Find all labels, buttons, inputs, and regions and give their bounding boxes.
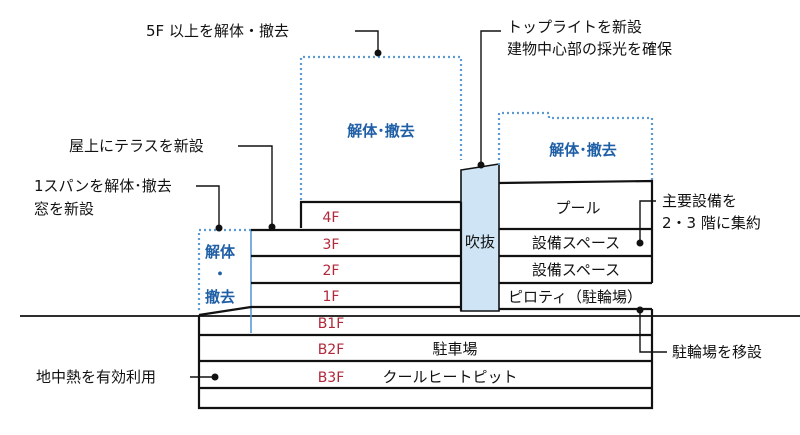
demolition-outline-top	[299, 55, 463, 200]
room-pool: プール	[555, 199, 600, 217]
demolition-label-left-1: 解体	[205, 243, 236, 261]
dot-equipment	[636, 239, 644, 247]
demolition-label-left-2: ・	[212, 265, 227, 283]
slope-line	[198, 305, 461, 317]
leader-bicycle	[639, 312, 667, 353]
dot-skylight	[477, 161, 485, 169]
demolition-label-main: 解体･撤去	[347, 122, 415, 140]
room-cool-heat-pit: クールヒートピット	[382, 368, 517, 386]
right-block-outline	[498, 179, 654, 283]
dot-span	[215, 224, 223, 232]
dot-geothermal	[211, 373, 219, 381]
callout-bicycle-move: 駐輪場を移設	[672, 343, 762, 361]
callout-equipment-2: 2・3 階に集約	[662, 214, 761, 232]
floor-label-4f: 4F	[323, 210, 340, 226]
leader-terrace	[238, 145, 273, 225]
demolition-label-left-3: 撤去	[205, 288, 235, 306]
dot-5f	[374, 49, 382, 57]
floor-label-b3f: B3F	[318, 370, 345, 386]
leader-span	[196, 185, 220, 226]
dot-terrace	[268, 223, 276, 231]
room-atrium: 吹抜	[465, 233, 495, 251]
callout-roof-terrace: 屋上にテラスを新設	[69, 137, 204, 155]
dot-bicycle	[636, 306, 644, 314]
room-equipment-2f: 設備スペース	[532, 261, 620, 279]
floor-label-3f: 3F	[323, 237, 340, 253]
leader-equipment	[639, 200, 656, 241]
callout-geothermal: 地中熱を有効利用	[36, 368, 156, 386]
leader-skylight	[480, 30, 501, 164]
leader-5f	[355, 30, 379, 50]
floor-label-b1f: B1F	[318, 316, 345, 332]
callout-span-demolish-2: 窓を新設	[34, 200, 94, 218]
demolition-outline-left	[197, 228, 251, 310]
floor-label-b2f: B2F	[318, 342, 345, 358]
demolition-outline-right	[497, 111, 654, 182]
main-block-outline	[299, 200, 461, 228]
callout-equipment-1: 主要設備を	[662, 192, 737, 210]
floor-label-2f: 2F	[323, 263, 340, 279]
callout-span-demolish-1: 1スパンを解体･撤去	[34, 177, 172, 195]
room-parking: 駐車場	[432, 340, 477, 358]
callout-skylight-1: トップライトを新設	[507, 18, 642, 36]
basement-outline	[197, 309, 654, 410]
callout-skylight-2: 建物中心部の採光を確保	[507, 40, 672, 58]
room-equipment-3f: 設備スペース	[532, 234, 620, 252]
room-piloti: ピロティ（駐輪場）	[508, 288, 642, 306]
callout-demolish-5f: 5F 以上を解体・撤去	[146, 22, 289, 40]
demolition-label-right: 解体･撤去	[549, 141, 617, 159]
floor-label-1f: 1F	[323, 289, 340, 305]
